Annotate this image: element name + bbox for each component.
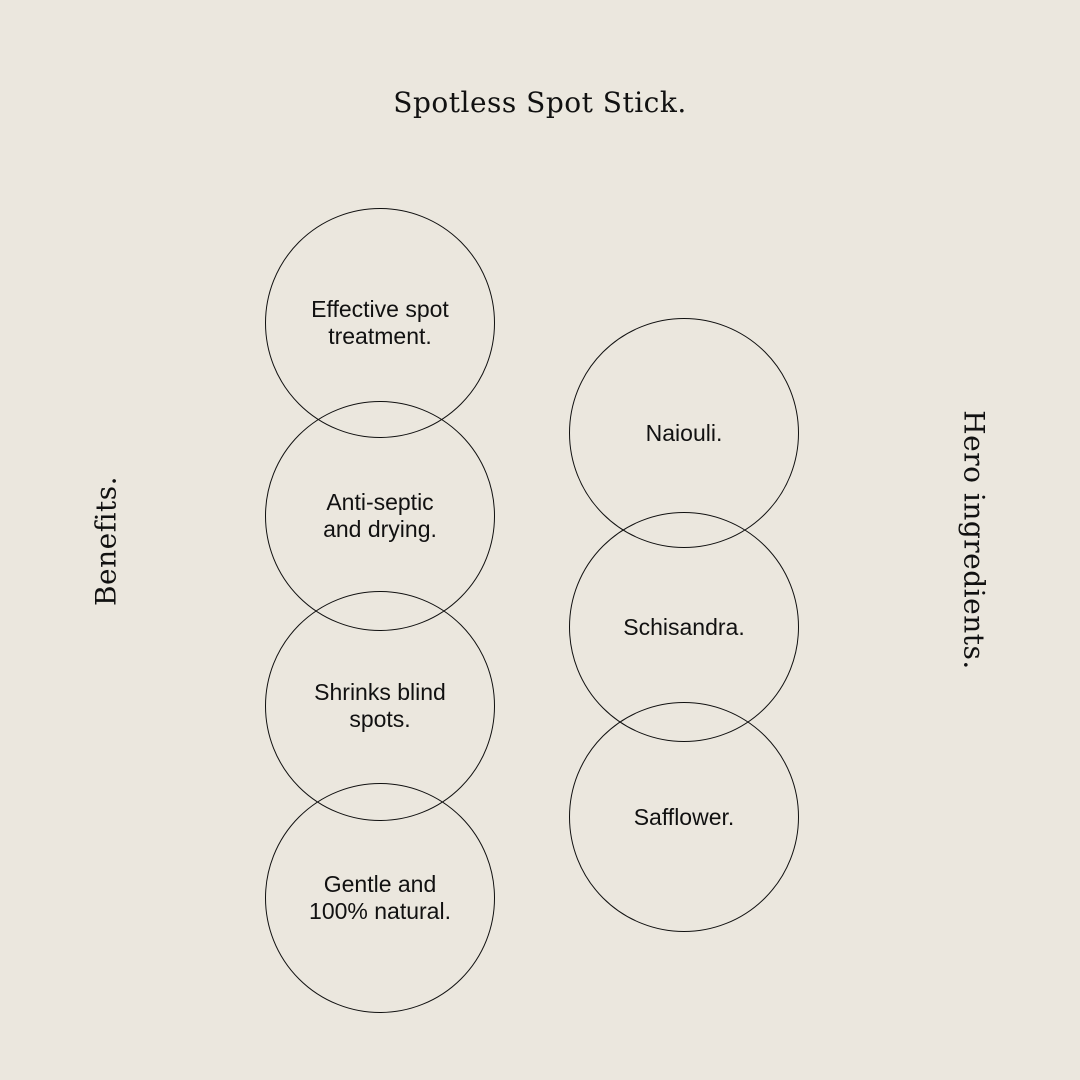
- ingredient-circle: Naiouli.: [569, 318, 799, 548]
- ingredient-text: Safflower.: [633, 803, 735, 830]
- page-title: Spotless Spot Stick.: [393, 86, 687, 119]
- ingredient-circle: Schisandra.: [569, 512, 799, 742]
- ingredient-circle: Safflower.: [569, 702, 799, 932]
- benefits-label: Benefits.: [89, 475, 123, 607]
- benefit-text: Anti-septic and drying.: [323, 489, 437, 542]
- benefit-circle: Gentle and 100% natural.: [265, 783, 495, 1013]
- ingredient-text: Schisandra.: [623, 613, 745, 640]
- benefit-text: Shrinks blind spots.: [314, 679, 446, 732]
- benefit-text: Effective spot treatment.: [311, 296, 449, 349]
- benefit-text: Gentle and 100% natural.: [309, 871, 451, 924]
- benefit-circle: Effective spot treatment.: [265, 208, 495, 438]
- ingredient-text: Naiouli.: [645, 419, 723, 446]
- hero-ingredients-label: Hero ingredients.: [957, 410, 991, 670]
